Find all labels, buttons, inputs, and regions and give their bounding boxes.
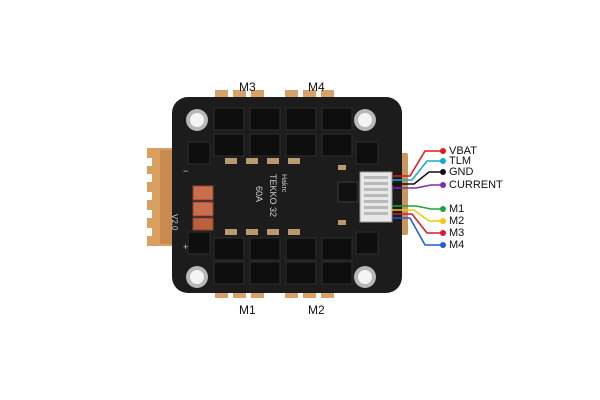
pin-label-m2: M2 bbox=[449, 215, 465, 227]
model-text: TEKKO 32 bbox=[268, 174, 278, 217]
m2-dot bbox=[440, 218, 446, 224]
motor-label-bottom-right: M2 bbox=[308, 303, 325, 317]
smd-capacitors bbox=[225, 158, 346, 235]
pin-label-m3: M3 bbox=[449, 227, 465, 239]
signal-wires bbox=[392, 150, 441, 246]
m3-dot bbox=[440, 230, 446, 236]
motor-label-bottom-left: M1 bbox=[239, 303, 256, 317]
pin-label-m4: M4 bbox=[449, 239, 465, 251]
connector-pins bbox=[364, 176, 388, 215]
board-silkscreen: Hakrc TEKKO 32 60A bbox=[254, 174, 287, 217]
m1-dot bbox=[440, 206, 446, 212]
version-text: V2.0 bbox=[170, 214, 179, 231]
mosfets bbox=[187, 107, 379, 285]
current-dot bbox=[440, 182, 446, 188]
pin-label-gnd: GND bbox=[449, 166, 474, 178]
m4-dot bbox=[440, 242, 446, 248]
motor-label-top-right: M4 bbox=[308, 80, 325, 94]
brand-text: Hakrc bbox=[280, 174, 287, 193]
vbat-dot bbox=[440, 148, 446, 154]
pin-label-current: CURRENT bbox=[449, 179, 503, 191]
pinout-dots bbox=[440, 148, 446, 248]
mounting-holes bbox=[186, 109, 376, 288]
pad-minus-text: − bbox=[183, 166, 188, 176]
pin-label-m1: M1 bbox=[449, 203, 465, 215]
shunt-resistors bbox=[192, 185, 214, 231]
gnd-dot bbox=[440, 169, 446, 175]
mcu-chip bbox=[337, 181, 359, 203]
pin-label-tlm: TLM bbox=[449, 155, 471, 167]
pin-label-vbat: VBAT bbox=[449, 145, 477, 157]
rating-text: 60A bbox=[254, 186, 264, 202]
tlm-dot bbox=[440, 158, 446, 164]
motor-label-top-left: M3 bbox=[239, 80, 256, 94]
pad-plus-text: + bbox=[183, 242, 188, 252]
